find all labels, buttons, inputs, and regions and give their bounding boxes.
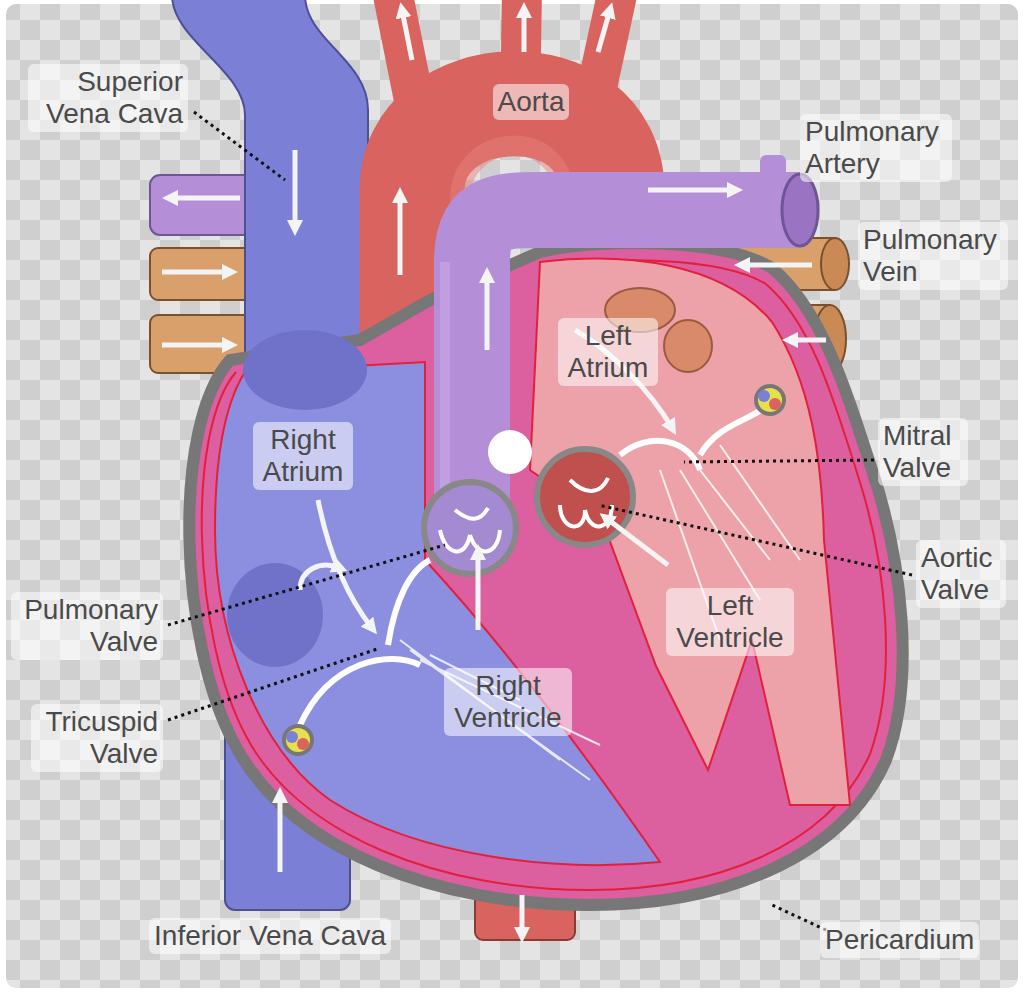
part-label: Pulmonary Vein xyxy=(858,222,1008,290)
part-label: Tricuspid Valve xyxy=(31,704,163,772)
part-label: Inferior Vena Cava xyxy=(149,918,391,954)
pulmonary-artery xyxy=(445,155,818,525)
part-label: Aortic Valve xyxy=(916,540,1006,608)
part-label: Pulmonary Artery xyxy=(800,114,952,182)
part-label: Right Atrium xyxy=(253,422,353,490)
part-label: Mitral Valve xyxy=(878,418,968,486)
flow-arrows xyxy=(162,10,826,935)
part-label: Right Ventricle xyxy=(444,668,572,736)
part-label: Superior Vena Cava xyxy=(28,64,188,132)
part-label: Pulmonary Valve xyxy=(11,592,163,660)
part-label: Aorta xyxy=(493,84,570,120)
heart-body xyxy=(189,243,902,905)
heart-valves xyxy=(284,386,800,780)
part-label: Left Ventricle xyxy=(666,588,794,656)
part-label: Left Atrium xyxy=(558,318,658,386)
leader-lines xyxy=(168,112,912,930)
checker-ground xyxy=(6,4,1018,988)
part-label: Pericardium xyxy=(820,922,979,958)
